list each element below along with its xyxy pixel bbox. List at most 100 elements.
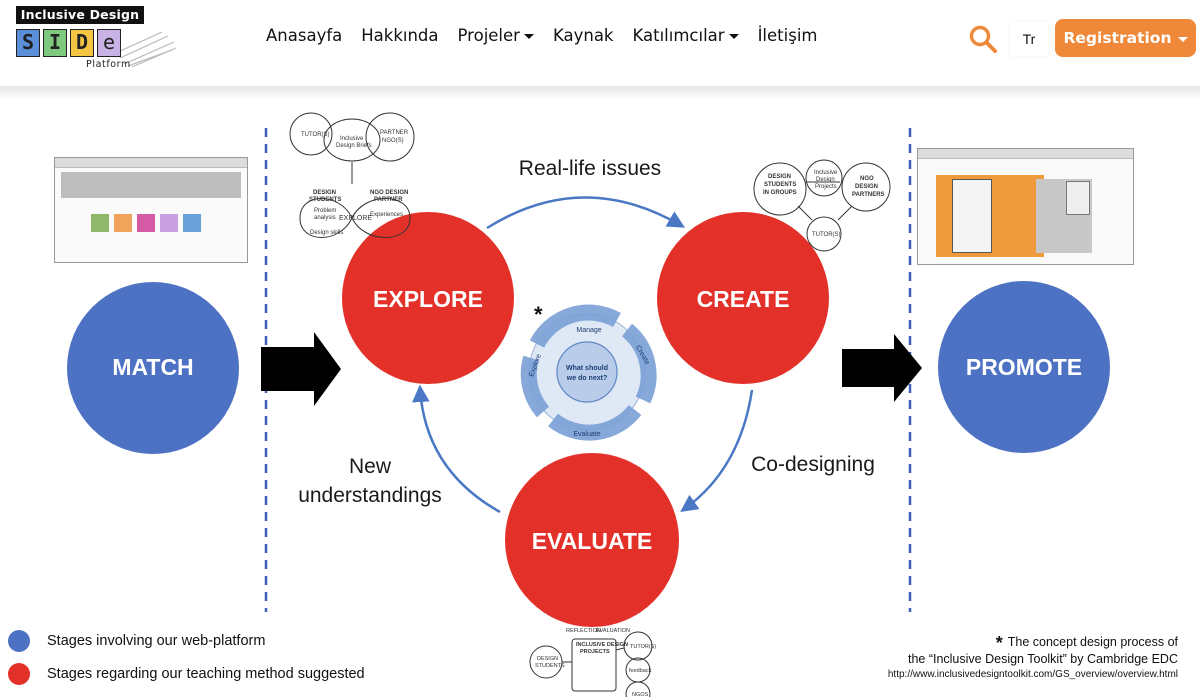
explore-sketch bbox=[289, 112, 415, 238]
nav-item-projeler[interactable]: Projeler bbox=[458, 26, 534, 45]
diagram-canvas: What should we do next? Manage Evaluate … bbox=[67, 112, 1110, 697]
svg-text:PARTNER: PARTNER bbox=[380, 130, 409, 136]
search-button[interactable] bbox=[968, 24, 998, 54]
svg-text:REFLECTION: REFLECTION bbox=[566, 628, 601, 634]
label-co-designing: Co-designing bbox=[751, 453, 875, 476]
svg-text:TUTOR(S): TUTOR(S) bbox=[812, 232, 841, 238]
arrow-real-life bbox=[486, 196, 686, 230]
svg-text:Experiences: Experiences bbox=[370, 212, 403, 218]
citation-note: * The concept design process of the “Inc… bbox=[888, 634, 1178, 683]
label-new-understandings: New understandings bbox=[298, 455, 442, 507]
caret-down-icon bbox=[1177, 36, 1188, 42]
registration-button[interactable]: Registration bbox=[1055, 19, 1196, 57]
arrow-create-to-promote bbox=[842, 334, 922, 402]
logo-letter: D bbox=[70, 29, 94, 57]
asterisk-mark: * bbox=[995, 633, 1008, 653]
legend-blue-dot bbox=[8, 630, 30, 652]
stage-explore-label: EXPLORE bbox=[373, 286, 483, 312]
mini-cycle: What should we do next? Manage Evaluate … bbox=[520, 304, 657, 441]
svg-text:NGOS: NGOS bbox=[632, 692, 649, 697]
svg-text:Design Briefs: Design Briefs bbox=[336, 143, 372, 149]
caret-down-icon bbox=[728, 34, 739, 39]
svg-text:DESIGN: DESIGN bbox=[855, 184, 878, 190]
stage-evaluate bbox=[505, 453, 679, 627]
create-sketch bbox=[753, 159, 891, 252]
note-line-2: the “Inclusive Design Toolkit” by Cambri… bbox=[907, 652, 1178, 666]
match-screenshot bbox=[54, 157, 248, 263]
search-icon bbox=[969, 25, 997, 53]
svg-text:PARTNER: PARTNER bbox=[374, 197, 403, 203]
svg-text:Inclusive: Inclusive bbox=[814, 170, 838, 176]
logo-letter: e bbox=[97, 29, 121, 57]
arrow-match-to-explore bbox=[261, 332, 341, 406]
svg-text:analysis: analysis bbox=[314, 215, 336, 221]
legend-text: Stages involving our web-platform bbox=[47, 633, 266, 649]
site-logo[interactable]: Inclusive Design S I D e Platform bbox=[14, 6, 176, 72]
main-menu: Anasayfa Hakkında Projeler Kaynak Katılı… bbox=[266, 26, 836, 45]
svg-text:EXPLORE: EXPLORE bbox=[339, 215, 372, 222]
nav-item-label: Hakkında bbox=[361, 26, 439, 45]
stage-promote bbox=[938, 281, 1110, 453]
stage-match-label: MATCH bbox=[112, 354, 194, 380]
svg-text:Design skills: Design skills bbox=[310, 230, 343, 236]
svg-text:PROJECTS: PROJECTS bbox=[580, 649, 610, 655]
svg-text:we do next?: we do next? bbox=[566, 375, 607, 382]
logo-subtitle: Platform bbox=[86, 59, 131, 70]
stage-explore bbox=[342, 212, 514, 384]
stage-promote-label: PROMOTE bbox=[965, 354, 1083, 380]
svg-text:Evaluate: Evaluate bbox=[573, 431, 600, 438]
svg-text:Projects: Projects bbox=[815, 184, 837, 190]
registration-label: Registration bbox=[1063, 29, 1172, 47]
svg-text:IN GROUPS: IN GROUPS bbox=[763, 190, 797, 196]
svg-text:NGO: NGO bbox=[860, 176, 874, 182]
svg-text:EVALUATION: EVALUATION bbox=[596, 628, 630, 634]
svg-text:Design: Design bbox=[816, 177, 835, 183]
navbar-shadow bbox=[0, 86, 1200, 100]
stage-create bbox=[657, 212, 829, 384]
svg-text:STUDENTS: STUDENTS bbox=[764, 182, 796, 188]
logo-letter: I bbox=[43, 29, 67, 57]
nav-item-iletisim[interactable]: İletişim bbox=[758, 26, 818, 45]
nav-item-label: İletişim bbox=[757, 26, 818, 45]
evaluate-sketch bbox=[529, 631, 653, 697]
svg-text:feedback: feedback bbox=[629, 668, 652, 674]
process-diagram: What should we do next? Manage Evaluate … bbox=[0, 100, 1200, 697]
nav-item-hakkinda[interactable]: Hakkında bbox=[361, 26, 438, 45]
svg-text:Problem: Problem bbox=[314, 208, 336, 214]
stage-evaluate-label: EVALUATE bbox=[531, 528, 653, 554]
nav-item-label: Katılımcılar bbox=[632, 26, 725, 45]
svg-text:TUTOR(S): TUTOR(S) bbox=[301, 132, 330, 138]
nav-item-label: Kaynak bbox=[552, 26, 614, 45]
svg-text:Inclusive: Inclusive bbox=[340, 136, 364, 142]
label-real-life-issues: Real-life issues bbox=[518, 157, 662, 180]
svg-text:STUDENTS: STUDENTS bbox=[535, 663, 565, 669]
note-url[interactable]: http://www.inclusivedesigntoolkit.com/GS… bbox=[887, 669, 1178, 680]
language-switch[interactable]: Tr bbox=[1010, 22, 1048, 56]
svg-text:INCLUSIVE DESIGN: INCLUSIVE DESIGN bbox=[576, 642, 628, 648]
legend-text: Stages regarding our teaching method sug… bbox=[47, 666, 365, 682]
stage-match bbox=[67, 282, 239, 454]
navbar: Inclusive Design S I D e Platform Anasay… bbox=[0, 0, 1200, 86]
logo-letters: S I D e bbox=[16, 29, 124, 57]
caret-down-icon bbox=[523, 34, 534, 39]
nav-item-label: Projeler bbox=[457, 26, 520, 45]
logo-title: Inclusive Design bbox=[16, 6, 144, 24]
nav-item-anasayfa[interactable]: Anasayfa bbox=[266, 26, 342, 45]
svg-text:DESIGN: DESIGN bbox=[768, 174, 791, 180]
nav-item-label: Anasayfa bbox=[266, 26, 343, 45]
stage-create-label: CREATE bbox=[696, 286, 790, 312]
nav-item-katilimcilar[interactable]: Katılımcılar bbox=[632, 26, 739, 45]
promote-screenshot bbox=[917, 148, 1134, 265]
svg-text:What should: What should bbox=[566, 365, 608, 372]
svg-text:TUTOR(S): TUTOR(S) bbox=[630, 644, 656, 650]
svg-text:NGO DESIGN: NGO DESIGN bbox=[370, 190, 408, 196]
svg-text:NGO(S): NGO(S) bbox=[382, 138, 404, 144]
logo-scribble bbox=[118, 31, 176, 68]
note-line-1: The concept design process of bbox=[1007, 635, 1178, 649]
legend-teaching-method: Stages regarding our teaching method sug… bbox=[8, 663, 365, 685]
logo-letter: S bbox=[16, 29, 40, 57]
nav-item-kaynak[interactable]: Kaynak bbox=[553, 26, 614, 45]
mini-cycle-asterisk: * bbox=[534, 302, 543, 327]
svg-text:STUDENTS: STUDENTS bbox=[309, 197, 341, 203]
svg-text:PARTNERS: PARTNERS bbox=[852, 192, 885, 198]
